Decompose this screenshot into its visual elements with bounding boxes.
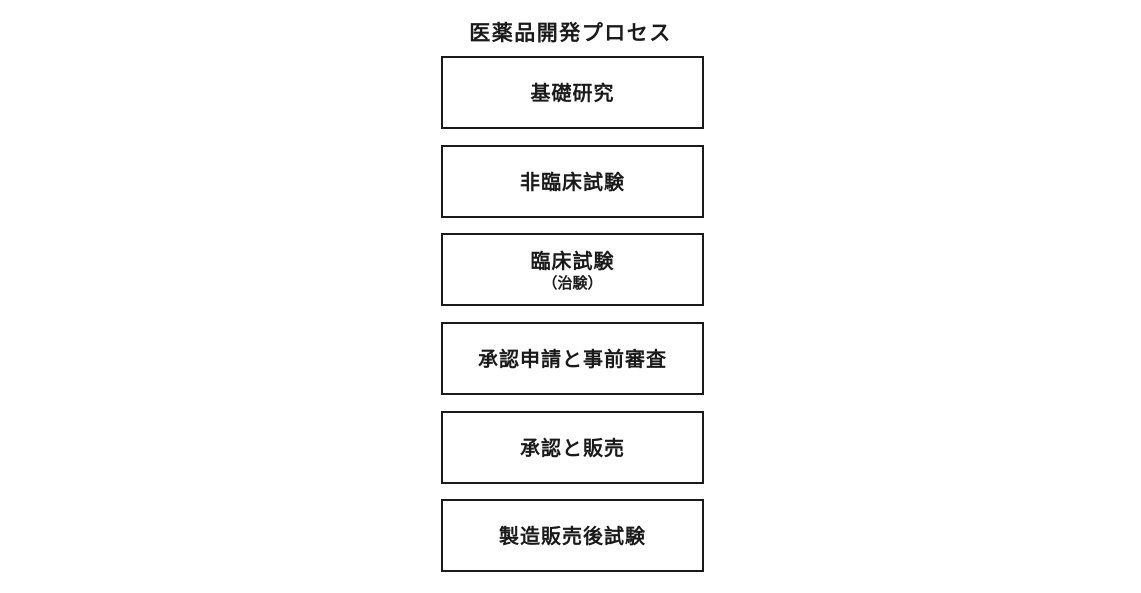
- step-label: 臨床試験: [530, 248, 615, 273]
- step-post-marketing-trial: 製造販売後試験: [441, 499, 704, 572]
- step-label: 非臨床試験: [520, 169, 625, 194]
- step-label: 製造販売後試験: [499, 523, 646, 548]
- step-clinical-trial: 臨床試験 （治験）: [441, 233, 704, 306]
- step-label: 基礎研究: [530, 80, 615, 105]
- step-basic-research: 基礎研究: [441, 56, 704, 129]
- step-approval-and-sales: 承認と販売: [441, 411, 704, 484]
- step-approval-application: 承認申請と事前審査: [441, 322, 704, 395]
- diagram-title: 医薬品開発プロセス: [469, 21, 672, 45]
- step-label: 承認と販売: [520, 435, 625, 460]
- step-label: 承認申請と事前審査: [478, 346, 667, 371]
- step-sublabel: （治験）: [542, 273, 603, 292]
- step-nonclinical-trial: 非臨床試験: [441, 145, 704, 218]
